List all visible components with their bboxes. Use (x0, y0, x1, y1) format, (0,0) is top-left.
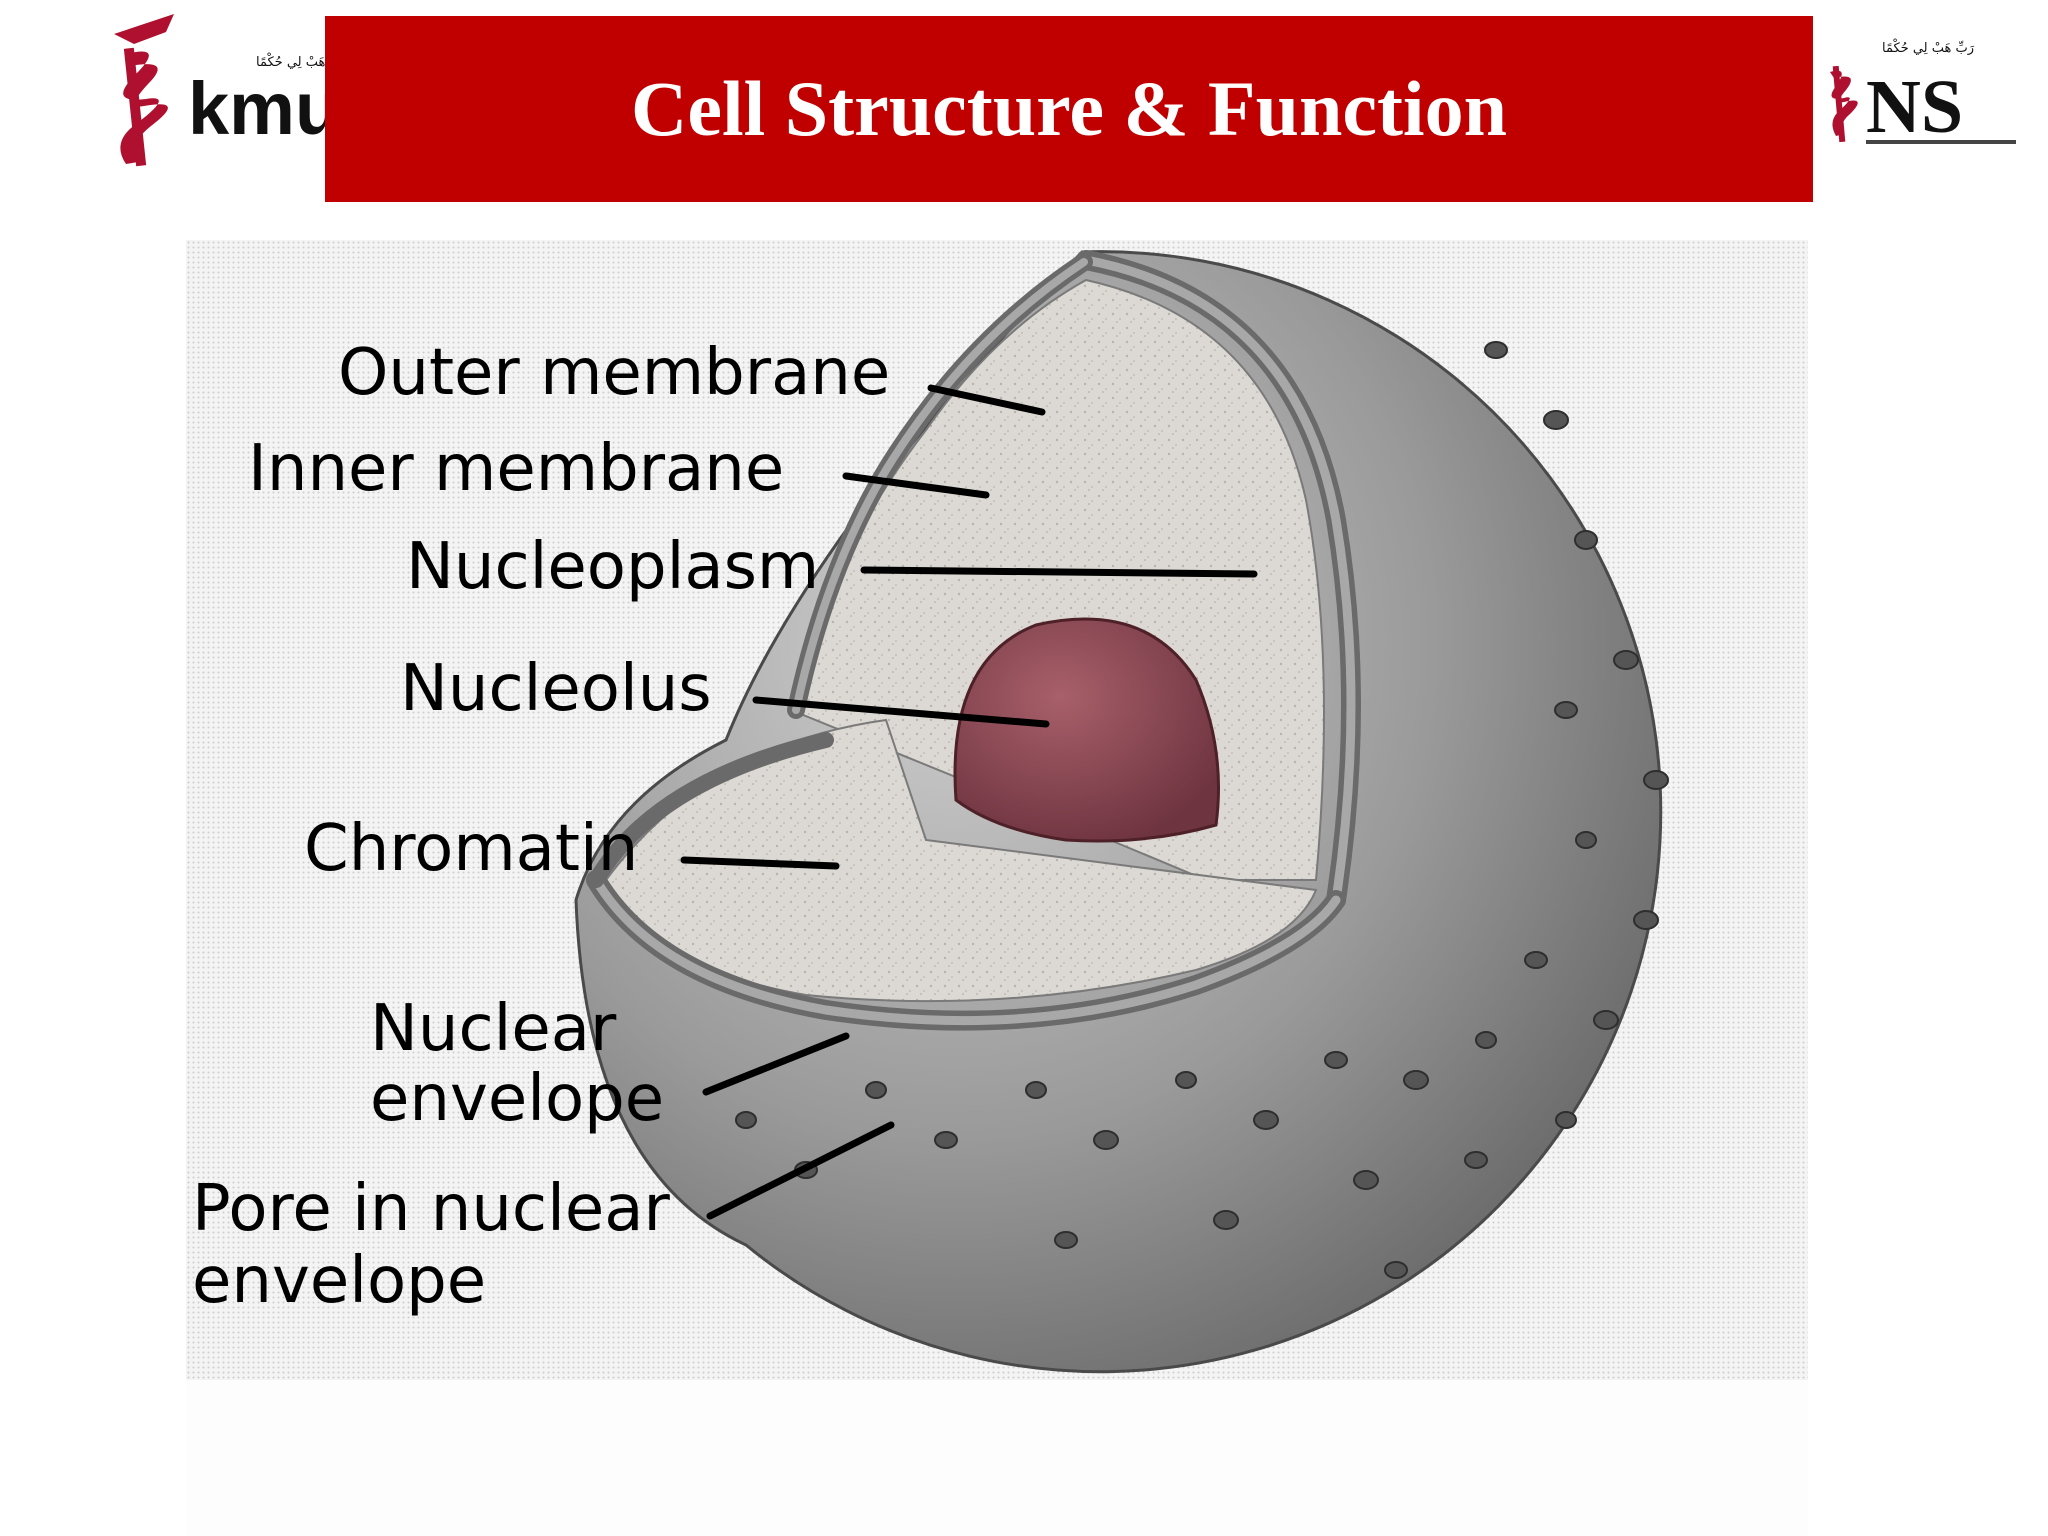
label-pore-line2: envelope (192, 1244, 487, 1318)
label-chromatin: Chromatin (304, 812, 639, 886)
label-outer-membrane: Outer membrane (338, 336, 891, 410)
kmu-logo: kmu رَبِّ هَبْ لِي حُكْمًا (96, 14, 349, 174)
label-nucleoplasm: Nucleoplasm (406, 530, 820, 604)
label-nuclear-envelope-line1: Nuclear (370, 992, 617, 1066)
svg-text:رَبِّ هَبْ لِي حُكْمًا: رَبِّ هَبْ لِي حُكْمًا (256, 52, 326, 70)
slide-footer-area (186, 1380, 1808, 1536)
slide-title: Cell Structure & Function (631, 65, 1507, 152)
label-leader-lines (680, 384, 1258, 1220)
ins-logo-mark: رَبِّ هَبْ لِي حُكْمًا NS (1830, 38, 2016, 149)
svg-text:NS: NS (1866, 65, 1963, 149)
kmu-logo-mark: kmu رَبِّ هَبْ لِي حُكْمًا (114, 14, 349, 167)
svg-text:kmu: kmu (188, 67, 326, 150)
envelope-rim-front (588, 732, 834, 888)
title-banner: Cell Structure & Function (325, 16, 1813, 202)
label-pore-line1: Pore in nuclear (192, 1172, 670, 1246)
nuclear-pores (735, 341, 1669, 1279)
label-nucleolus: Nucleolus (400, 652, 712, 726)
nucleus-diagram: Outer membrane Inner membrane Nucleoplas… (186, 240, 1808, 1380)
label-nuclear-envelope-line2: envelope (370, 1062, 665, 1136)
nucleolus-shape (953, 617, 1220, 843)
label-inner-membrane: Inner membrane (248, 432, 785, 506)
ins-logo: رَبِّ هَبْ لِي حُكْمًا NS (1822, 36, 2022, 156)
nucleus-illustration (574, 250, 1669, 1374)
svg-text:رَبِّ هَبْ لِي حُكْمًا: رَبِّ هَبْ لِي حُكْمًا (1882, 38, 1975, 56)
